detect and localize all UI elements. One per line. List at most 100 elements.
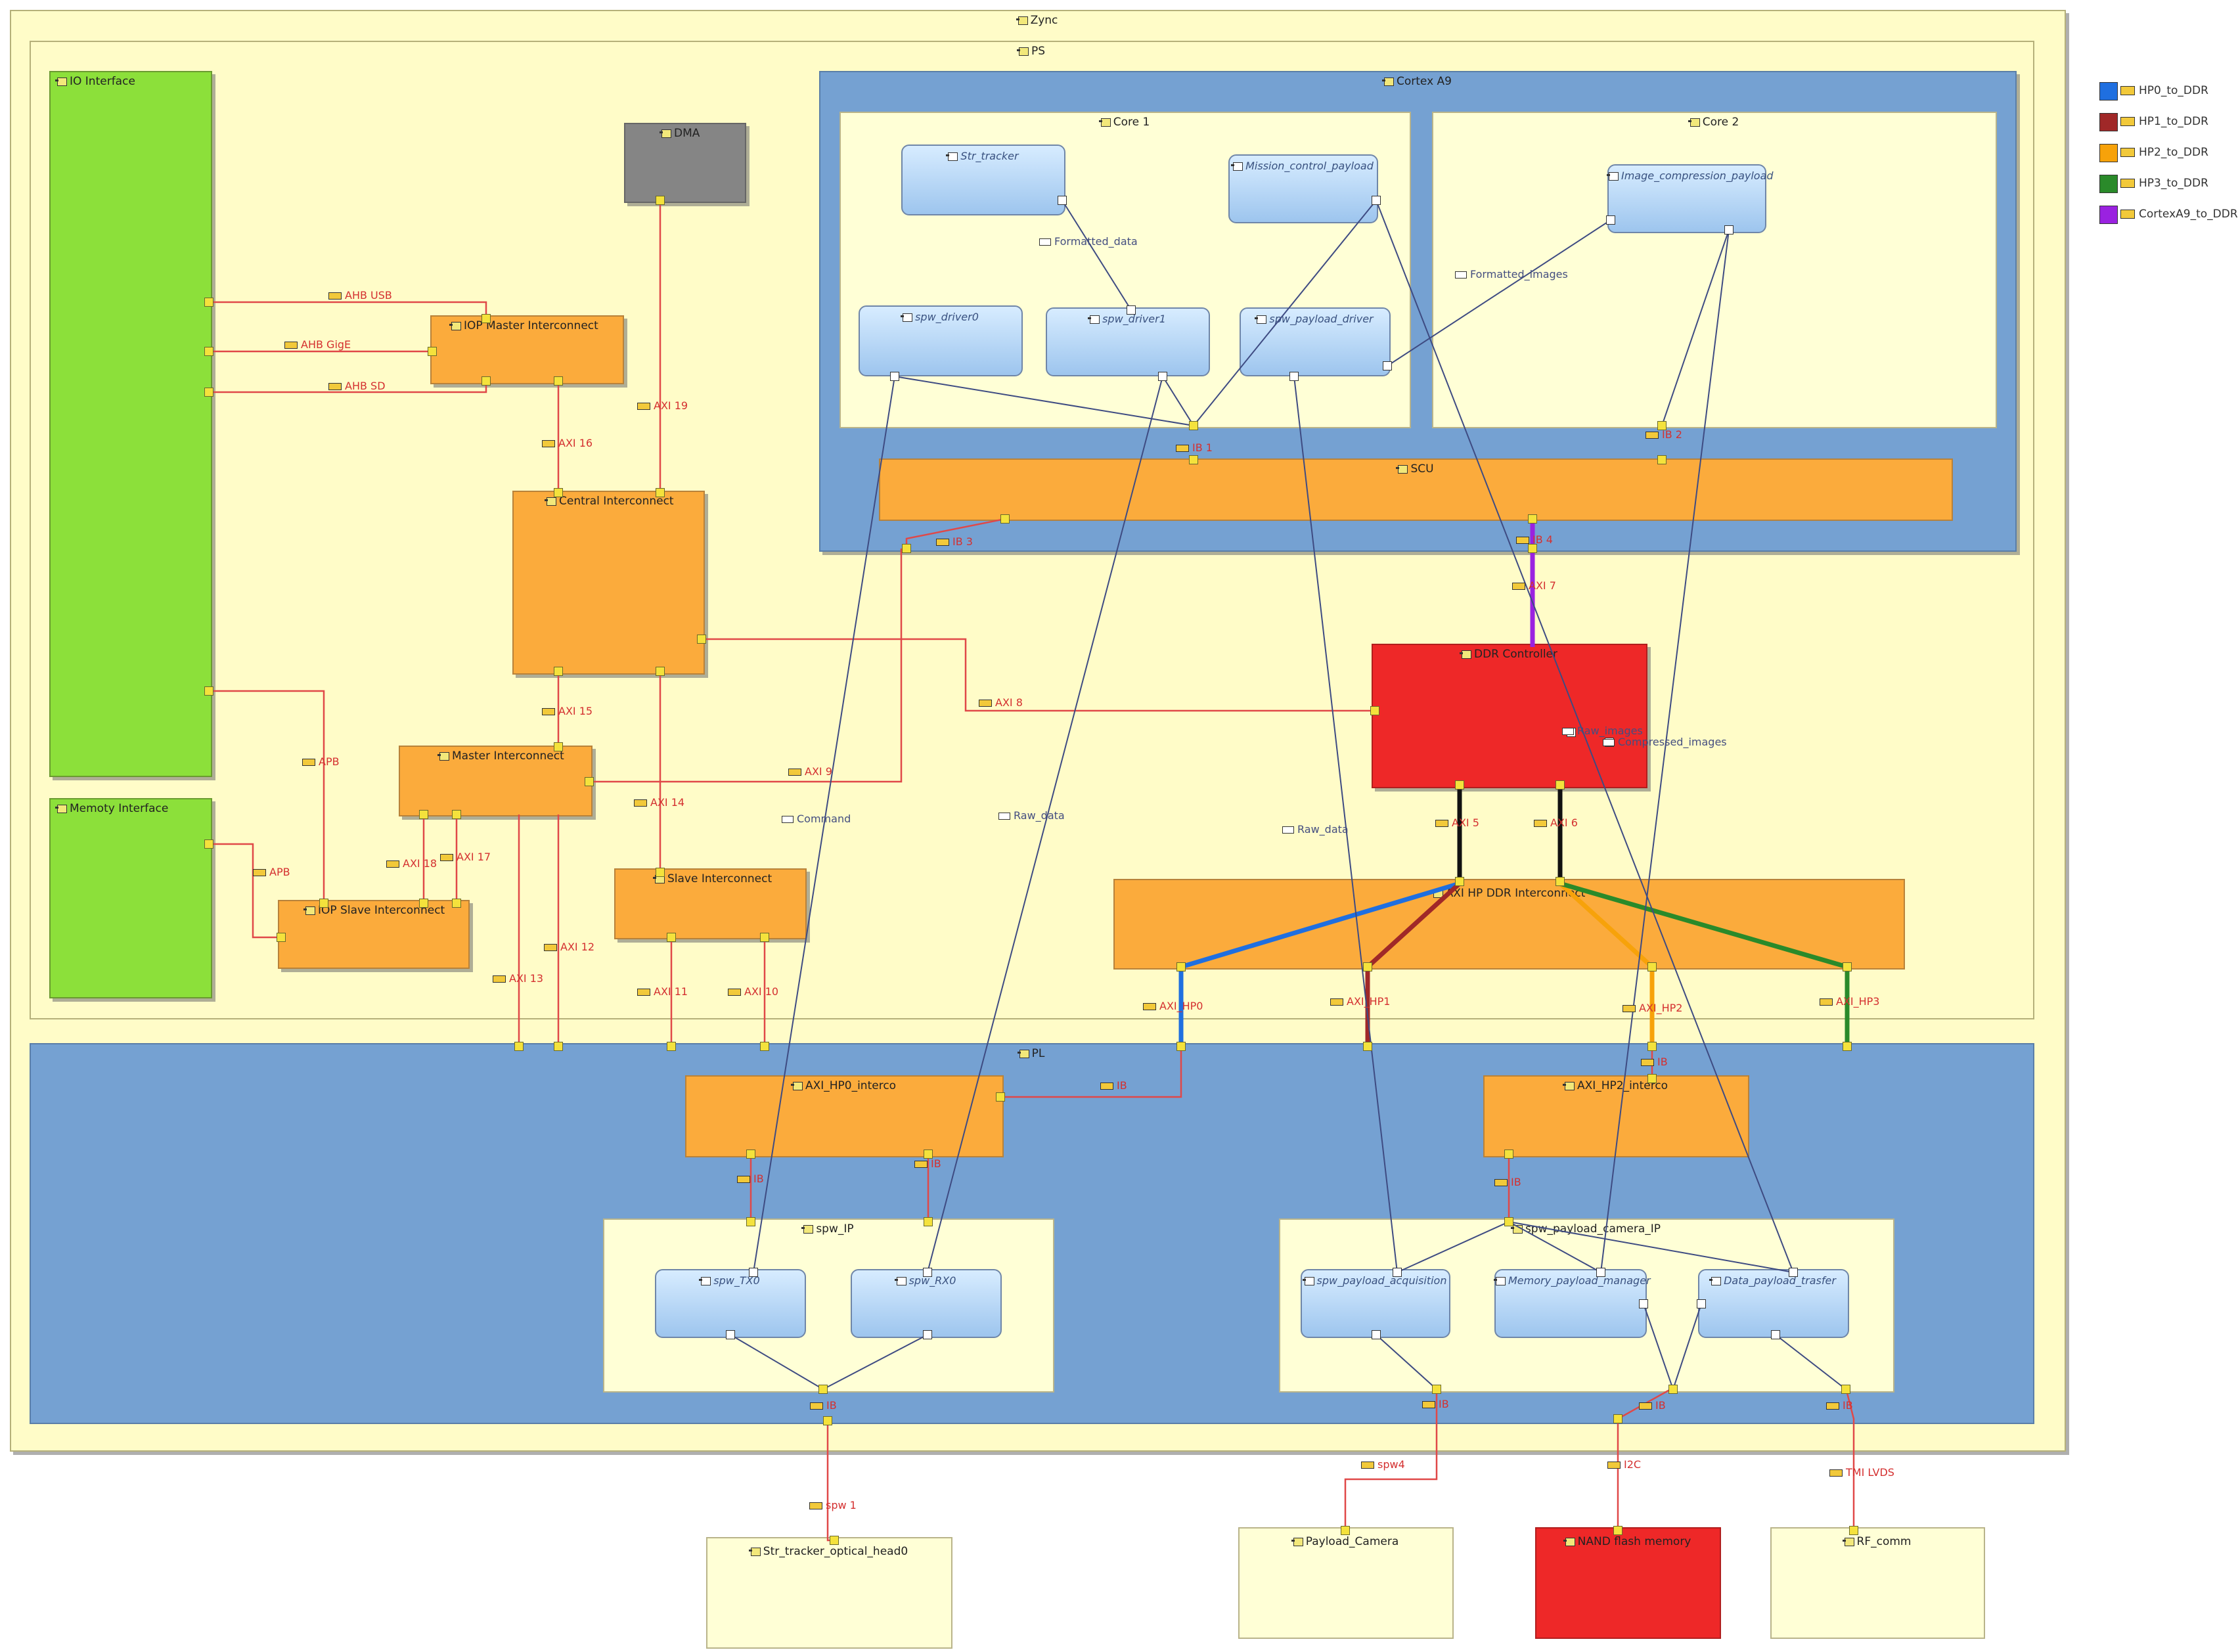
port[interactable] [656,868,665,877]
service-port[interactable] [923,1330,932,1339]
port[interactable] [1370,706,1379,715]
port[interactable] [419,810,428,819]
port[interactable] [1613,1526,1623,1535]
port[interactable] [667,1042,676,1051]
port[interactable] [667,933,676,942]
spw-payload-driver-component[interactable]: spw_payload_driver [1240,307,1391,376]
port[interactable] [1668,1385,1678,1394]
port[interactable] [1647,962,1657,971]
port[interactable] [1504,1217,1513,1226]
port[interactable] [1528,544,1537,553]
service-port[interactable] [1058,196,1067,205]
service-port[interactable] [749,1268,758,1277]
service-port[interactable] [890,372,899,381]
service-port[interactable] [1697,1299,1706,1308]
port[interactable] [902,544,911,553]
port[interactable] [1504,1150,1513,1159]
port[interactable] [554,667,563,676]
port[interactable] [481,376,491,386]
service-port[interactable] [1771,1330,1780,1339]
port[interactable] [924,1217,933,1226]
port[interactable] [1841,1385,1850,1394]
service-port[interactable] [1393,1268,1402,1277]
port[interactable] [1432,1385,1441,1394]
port[interactable] [1176,1042,1186,1051]
service-port[interactable] [1789,1268,1798,1277]
port[interactable] [924,1150,933,1159]
port[interactable] [760,933,769,942]
port[interactable] [1176,962,1186,971]
port[interactable] [1657,455,1667,464]
port[interactable] [585,777,594,786]
port[interactable] [1189,421,1198,430]
port[interactable] [204,347,213,356]
memory-payload-manager-component[interactable]: Memory_payload_manager [1494,1269,1651,1338]
port[interactable] [319,899,328,908]
rf-comm-block[interactable]: RF_comm [1770,1527,1985,1639]
port[interactable] [823,1416,832,1425]
port[interactable] [514,1042,524,1051]
port[interactable] [554,488,563,497]
port[interactable] [204,839,213,849]
port[interactable] [1000,514,1010,524]
port[interactable] [760,1042,769,1051]
str-tracker-optical-head-block[interactable]: Str_tracker_optical_head0 [706,1537,952,1649]
central-interconnect[interactable]: Central Interconnect [512,491,705,675]
port[interactable] [818,1385,828,1394]
port[interactable] [277,933,286,942]
port[interactable] [656,488,665,497]
service-port[interactable] [1596,1268,1605,1277]
port[interactable] [1189,455,1198,464]
port[interactable] [1455,877,1464,886]
port[interactable] [452,899,461,908]
service-port[interactable] [1372,196,1381,205]
port[interactable] [204,298,213,307]
memory-interface-block[interactable]: Memoty Interface [49,798,212,998]
dma-block[interactable]: DMA [624,123,746,203]
port[interactable] [697,635,706,644]
port[interactable] [554,1042,563,1051]
service-port[interactable] [1372,1330,1381,1339]
service-port[interactable] [923,1268,932,1277]
str-tracker-component[interactable]: Str_tracker [901,145,1065,215]
port[interactable] [1647,1074,1657,1083]
port[interactable] [1843,1042,1852,1051]
port[interactable] [1455,780,1464,790]
port[interactable] [746,1217,755,1226]
port[interactable] [554,376,563,386]
ddr-controller-block[interactable]: DDR Controller [1372,644,1647,788]
master-interconnect[interactable]: Master Interconnect [399,746,593,816]
port[interactable] [1528,514,1537,524]
port[interactable] [1849,1526,1858,1535]
service-port[interactable] [1606,215,1615,225]
port[interactable] [204,686,213,696]
port[interactable] [452,810,461,819]
service-port[interactable] [1158,372,1167,381]
scu-block[interactable]: SCU [879,458,1953,521]
port[interactable] [554,742,563,751]
mission-control-payload-component[interactable]: Mission_control_payload [1228,154,1378,223]
port[interactable] [1613,1414,1623,1423]
service-port[interactable] [1127,305,1136,315]
spw-payload-acquisition-component[interactable]: spw_payload_acquisition [1301,1269,1450,1338]
port[interactable] [428,347,437,356]
port[interactable] [1555,780,1565,790]
port[interactable] [1843,962,1852,971]
nand-flash-block[interactable]: NAND flash memory [1535,1527,1721,1639]
port[interactable] [830,1536,839,1545]
iop-slave-interconnect[interactable]: IOP Slave Interconnect [278,900,470,969]
service-port[interactable] [726,1330,735,1339]
spw-driver0-component[interactable]: spw_driver0 [859,305,1023,376]
port[interactable] [1341,1526,1350,1535]
port[interactable] [1555,877,1565,886]
port[interactable] [1647,1042,1657,1051]
payload-camera-block[interactable]: Payload_Camera [1238,1527,1454,1639]
port[interactable] [204,388,213,397]
service-port[interactable] [1383,361,1392,370]
spw-driver1-component[interactable]: spw_driver1 [1046,307,1210,376]
port[interactable] [1657,421,1667,430]
axi-hp0-interco-block[interactable]: AXI_HP0_interco [685,1075,1004,1157]
image-compression-payload-component[interactable]: Image_compression_payload [1607,164,1774,233]
service-port[interactable] [1289,372,1299,381]
axi-hp-ddr-interconnect[interactable]: AXI HP DDR Interconnect [1113,879,1905,970]
